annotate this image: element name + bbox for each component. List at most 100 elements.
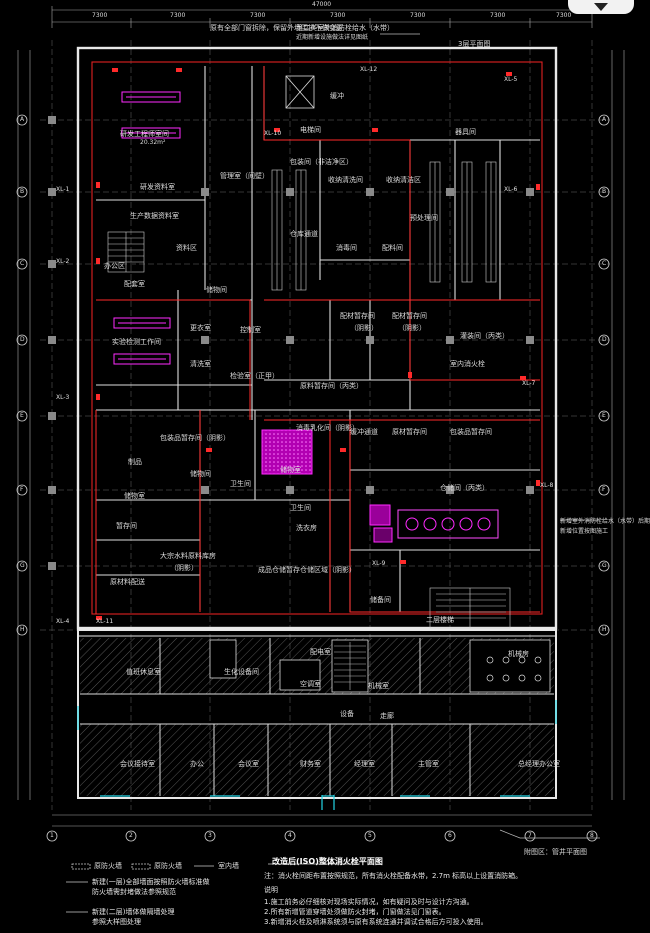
grid-axis-label: 1 [50, 832, 54, 839]
hydrant-tag: XL-1 [56, 186, 70, 193]
annex-hatch [80, 638, 554, 796]
hydrant-tag: XL-5 [504, 76, 518, 83]
right-callout: 新增室外消防栓给水（水带）后期由甲方确定 [560, 518, 650, 525]
right-tag: 3层平面图 [458, 40, 491, 48]
room-label: 设备 [340, 710, 354, 718]
room-label: 配料间 [382, 244, 403, 252]
notes-heading: 说明 [264, 886, 278, 894]
room-label: 卫生间 [230, 480, 251, 488]
room-label: 机械室 [368, 682, 389, 690]
room-label: 二层楼梯 [426, 616, 454, 624]
room-label: 灌装间（丙类） [460, 332, 509, 340]
grid-axis-label: 8 [590, 832, 594, 839]
grid-axis-label: E [602, 412, 606, 419]
hydrant-tag: XL-6 [504, 186, 518, 193]
room-label: 缓冲 [330, 92, 344, 100]
grid-axis-label: 6 [448, 832, 452, 839]
note-3: 3.新增消火栓及喷淋系统须与原有系统连通并调试合格后方可投入使用。 [264, 918, 488, 926]
room-label: （阴影） [350, 324, 378, 332]
room-label: 原料暂存间（丙类） [300, 382, 363, 390]
hydrant-tag: XL-3 [56, 394, 70, 401]
room-label: 储物室 [124, 492, 145, 500]
note-2: 2.所有新增管道穿墙处须做防火封堵，门窗做法见门窗表。 [264, 908, 446, 916]
structural-columns [48, 116, 534, 570]
dimension-label: 7300 [556, 12, 572, 19]
room-label: 生化设备间 [224, 668, 259, 676]
annex-stair [334, 642, 366, 690]
grid-axis-label: 7 [528, 832, 532, 839]
room-label: 仓库通道 [290, 230, 318, 238]
top-note-3: 近期新增设施做法详见图纸 [296, 34, 369, 41]
room-label: 生产数据资料室 [130, 212, 179, 220]
top-note-2: 第二类室外消防栓给水（水带） [296, 24, 394, 32]
legend-label-1: 原防火墙 [94, 862, 122, 870]
room-label: 研发资料室 [140, 183, 175, 191]
axis-bubbles [16, 114, 610, 842]
room-label: 缓冲通道 [350, 428, 378, 436]
room-label: 值班休息室 [126, 668, 161, 676]
stair-upper-left [107, 231, 145, 273]
room-label: 器具间 [455, 128, 476, 136]
room-label: 研发工程师室间 [120, 130, 169, 138]
right-callout-2: 新增位置按图施工 [560, 528, 609, 535]
dimension-label: 7300 [170, 12, 186, 19]
grid-axis-label: G [602, 562, 607, 569]
hydrant-tag: XL-9 [372, 560, 386, 567]
grid-axis-label: C [20, 260, 25, 267]
top-note-1: 原有全部门窗拆除，保留外墙围护不做变更 [210, 24, 343, 32]
room-label: 资料区 [176, 244, 197, 252]
elevator-shaft [285, 75, 315, 109]
room-area: 20.32m² [140, 139, 166, 146]
legend-label-2: 原防火墙 [154, 862, 182, 870]
room-label: 总经理办公室 [518, 760, 560, 768]
magenta-equipment [113, 91, 499, 543]
room-label: 检验室（正甲） [230, 372, 279, 380]
hydrant-tag: XL-4 [56, 618, 70, 625]
left-note-3: 新建(二层)墙体做隔墙处理 [92, 908, 175, 916]
room-label: （阴影） [170, 564, 198, 572]
room-label: 洗衣房 [296, 524, 317, 532]
room-label: 包装品暂存间（阴影） [160, 434, 230, 442]
grid-axis-label: G [20, 562, 25, 569]
room-label: 办公 [190, 760, 204, 768]
room-label: 配套室 [124, 280, 145, 288]
grid-axis-label: E [20, 412, 24, 419]
room-label: 机械房 [508, 650, 529, 658]
grid-axis-label: 3 [208, 832, 212, 839]
hydrant-tag: XL-12 [360, 66, 378, 73]
room-label: 实验检测工作间 [112, 338, 161, 346]
room-label: 管理室（间壁） [220, 172, 269, 180]
dimension-label: 7300 [250, 12, 266, 19]
room-label: 包装品暂存间 [450, 428, 492, 436]
hydrant-tag: XL-7 [522, 380, 536, 387]
note-1: 1.施工前务必仔细核对现场实际情况，如有疑问及时与设计方沟通。 [264, 898, 474, 906]
dimension-label: 7300 [92, 12, 108, 19]
grid-axis-label: A [20, 116, 25, 123]
hydrant-tag: XL-8 [540, 482, 554, 489]
viewer-dropdown-button[interactable] [568, 0, 634, 14]
grid-axis-label: H [20, 626, 25, 633]
grid-axis-label: F [602, 486, 606, 493]
grid-axis-label: B [602, 188, 607, 195]
hydrant-tag: XL-10 [264, 130, 282, 137]
left-note-1: 新建(一层)全部墙面按照防火墙标准做 [92, 878, 210, 886]
room-label: 消毒乳化间（阴影） [296, 424, 359, 432]
legend-label-3: 室内墙 [218, 862, 239, 870]
room-label: 大宗水料原料库房 [160, 552, 216, 560]
room-label: 会议室 [238, 760, 259, 768]
dimension-lines [17, 6, 625, 827]
room-label: （阴影） [398, 324, 426, 332]
hydrant-tag: XL-2 [56, 258, 70, 265]
room-label: 更衣室 [190, 324, 211, 332]
room-label: 配电室 [310, 648, 331, 656]
room-label: 卫生间 [290, 504, 311, 512]
dimension-label: 7300 [410, 12, 426, 19]
room-label: 消毒间 [336, 244, 357, 252]
room-label: 储物间 [206, 286, 227, 294]
annex-toilets [486, 656, 542, 682]
room-label: 成品仓储暂存仓储区域（阴影） [258, 566, 356, 574]
bottom-right-label: 附图区：管井平面图 [524, 848, 587, 856]
room-label: 控制室 [240, 326, 261, 334]
